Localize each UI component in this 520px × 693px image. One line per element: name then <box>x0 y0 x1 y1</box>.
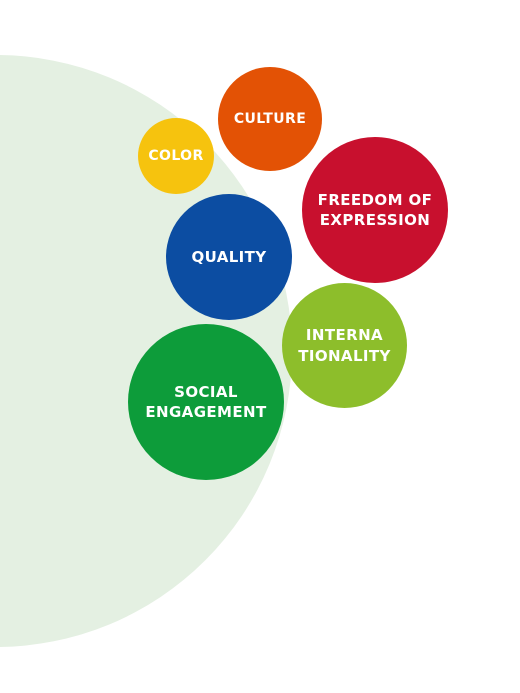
color-bubble: COLOR <box>138 118 214 194</box>
freedom-label-line-2: EXPRESSION <box>319 211 431 229</box>
freedom-of-expression-bubble: FREEDOM OF EXPRESSION <box>302 137 448 283</box>
quality-bubble: QUALITY <box>166 194 292 320</box>
internationality-bubble: INTERNA TIONALITY <box>282 283 407 408</box>
internationality-label: INTERNA TIONALITY <box>298 325 391 366</box>
culture-bubble: CULTURE <box>218 67 322 171</box>
freedom-label-line-1: FREEDOM OF <box>317 190 433 209</box>
social-label-line-2: ENGAGEMENT <box>145 403 267 421</box>
freedom-of-expression-label: FREEDOM OF EXPRESSION <box>318 190 433 231</box>
social-label-line-1: SOCIAL <box>174 382 238 401</box>
culture-label: CULTURE <box>233 110 307 127</box>
internationality-label-line-2: TIONALITY <box>298 346 391 365</box>
social-engagement-label: SOCIAL ENGAGEMENT <box>145 382 266 423</box>
social-engagement-bubble: SOCIAL ENGAGEMENT <box>128 324 284 480</box>
color-label: COLOR <box>148 147 204 164</box>
quality-label: QUALITY <box>191 247 267 266</box>
internationality-label-line-1: INTERNA <box>305 326 384 345</box>
